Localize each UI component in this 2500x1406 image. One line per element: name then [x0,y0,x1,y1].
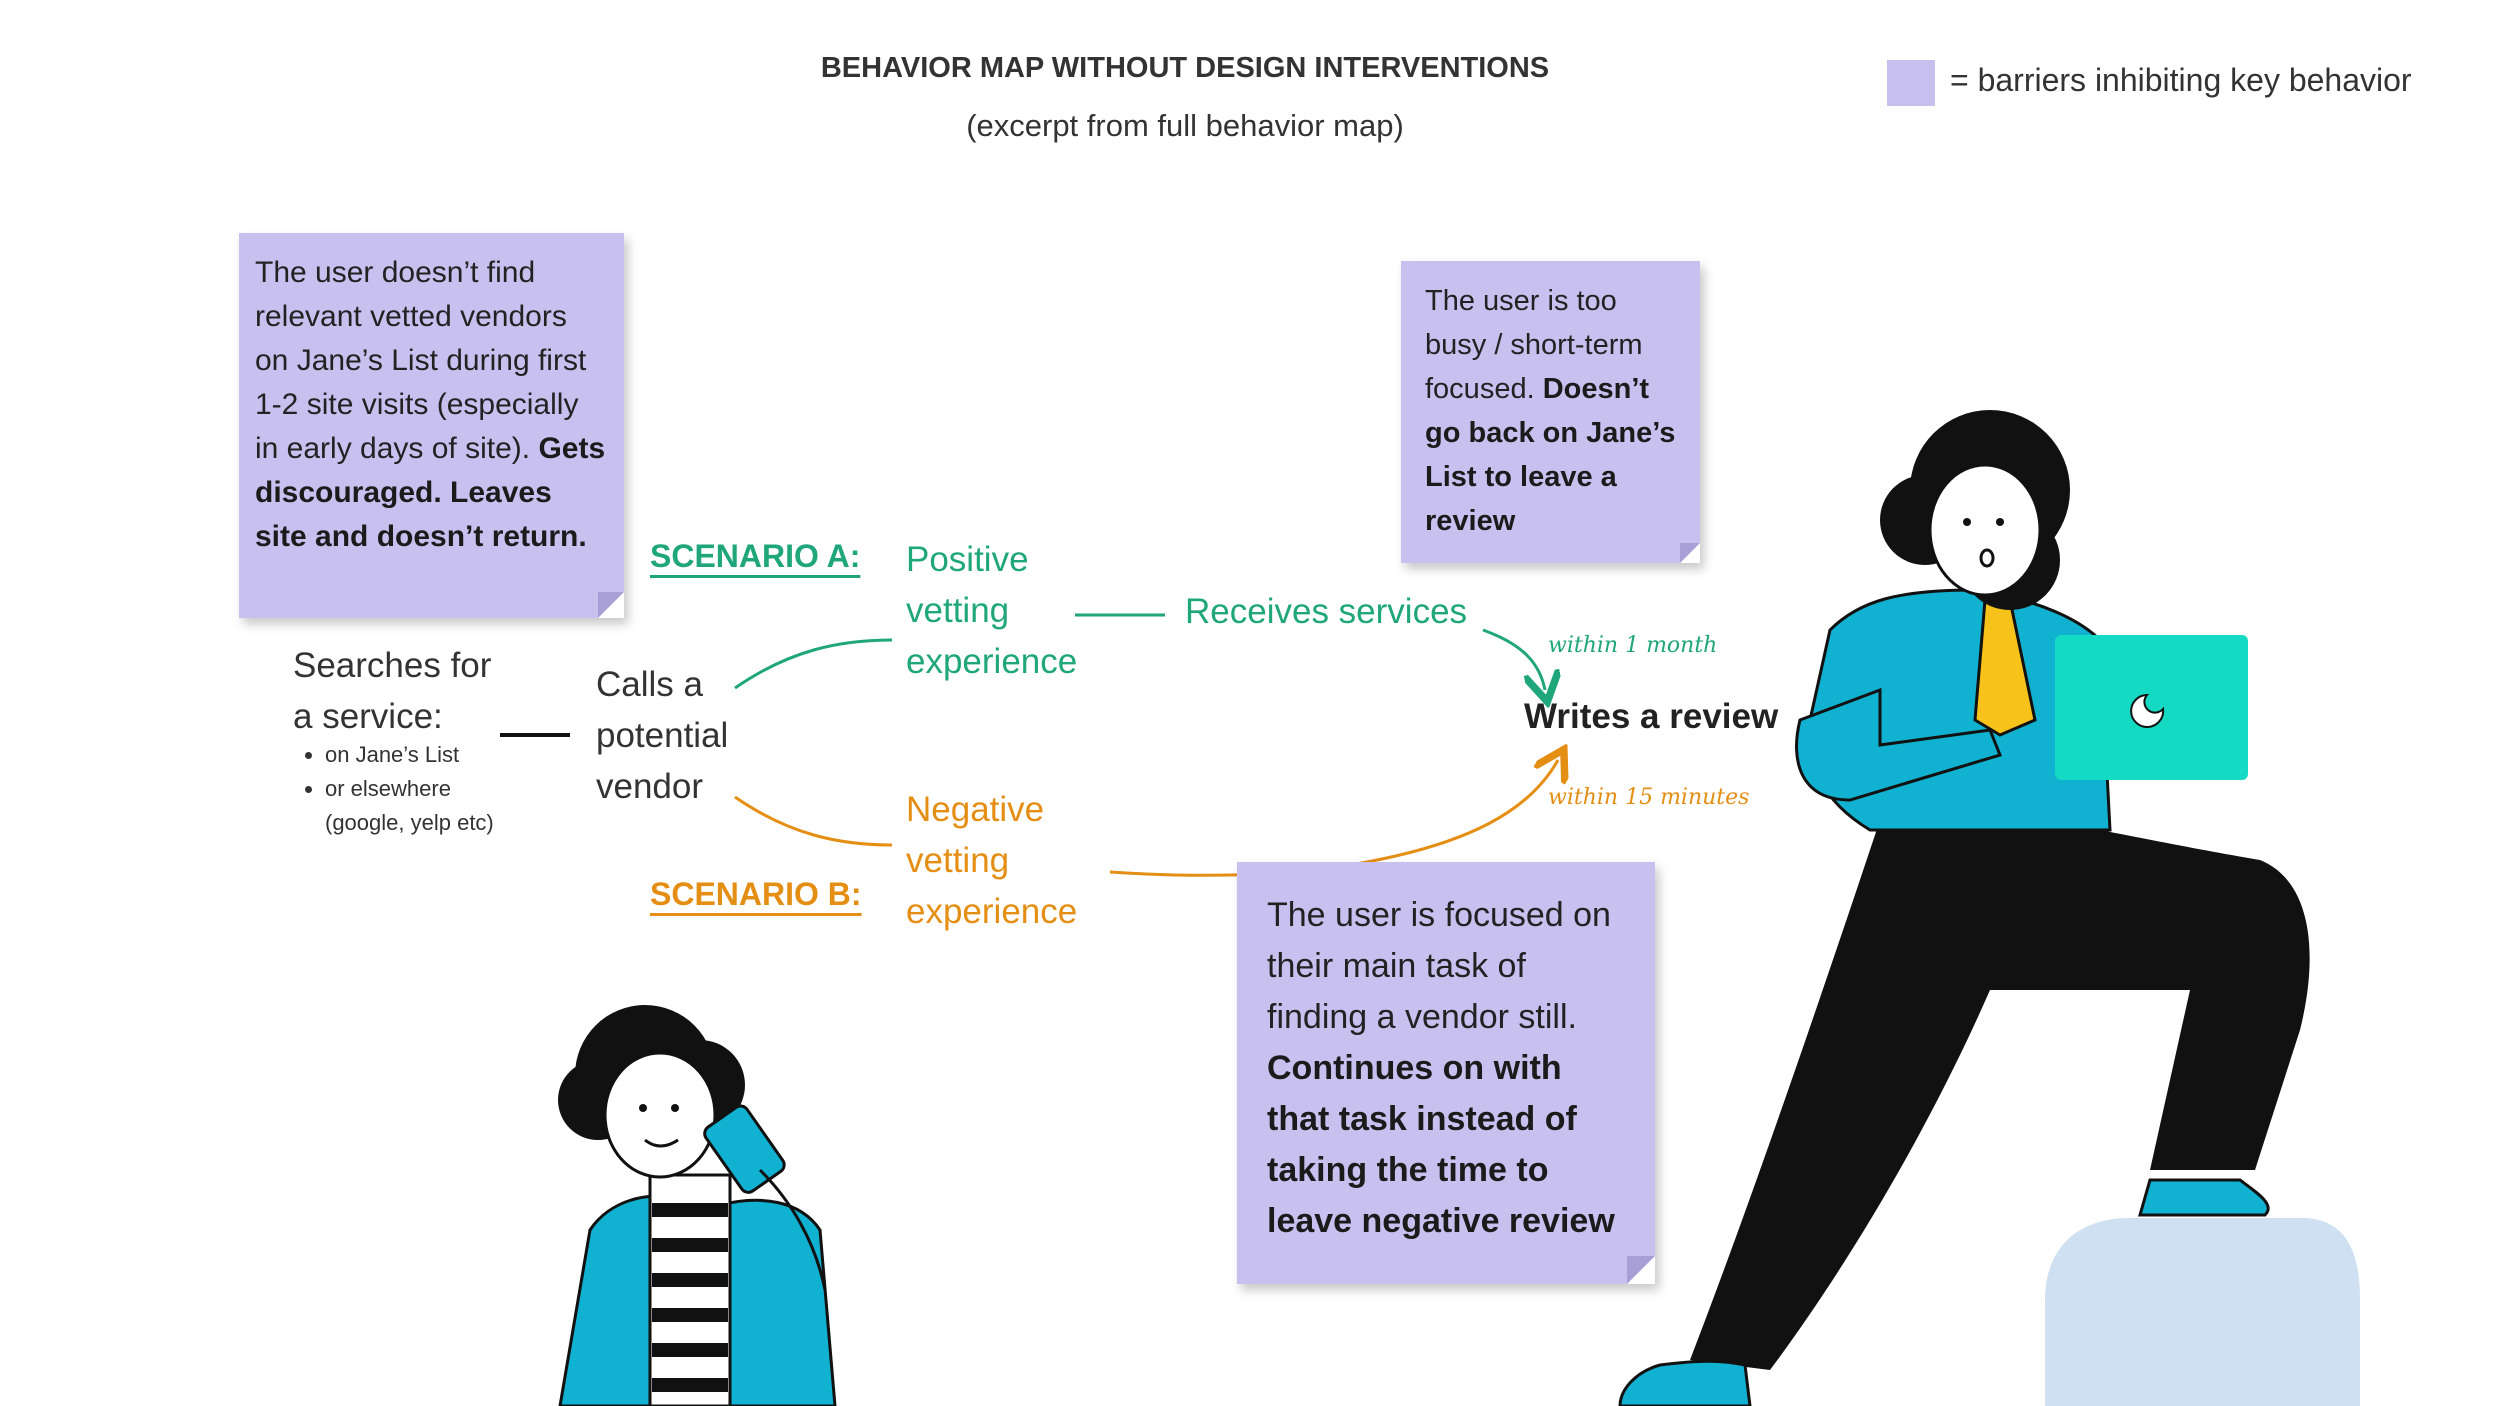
barrier-note-no-vendors: The user doesn’t find relevant vetted ve… [239,233,624,618]
connector-call-to-positive [735,640,892,688]
node-receives-services: Receives services [1185,586,1467,637]
search-options-list: on Jane’s List or elsewhere (google, yel… [303,738,494,840]
woman-on-phone-illustration [558,1005,835,1406]
negative-line1: Negative [906,784,1077,835]
node-search-line2: a service: [293,691,491,742]
node-positive-experience: Positive vetting experience [906,534,1077,687]
timing-within-1-month: within 1 month [1548,633,1717,658]
node-search-service: Searches for a service: [293,640,491,742]
scenario-a-label: SCENARIO A: [650,538,860,575]
negative-line3: experience [906,886,1077,937]
positive-line2: vetting [906,585,1077,636]
node-call-line3: vendor [596,761,728,812]
scenario-b-label: SCENARIO B: [650,876,862,913]
barrier-note-focused-on-task: The user is focused on their main task o… [1237,862,1655,1284]
node-writes-review: Writes a review [1524,697,1778,737]
search-option-examples: (google, yelp etc) [325,806,494,840]
node-call-vendor: Calls a potential vendor [596,659,728,812]
node-call-line2: potential [596,710,728,761]
note1-text: The user doesn’t find relevant vetted ve… [255,256,586,465]
positive-line3: experience [906,636,1077,687]
node-search-line1: Searches for [293,640,491,691]
search-option-janes-list: on Jane’s List [325,738,494,772]
connector-negative-to-review [1110,760,1558,875]
barrier-note-too-busy: The user is too busy / short-term focuse… [1401,261,1700,563]
connector-call-to-negative [735,797,892,845]
negative-line2: vetting [906,835,1077,886]
note3-bold: Continues on with that task instead of t… [1267,1049,1615,1240]
node-call-line1: Calls a [596,659,728,710]
note3-text: The user is focused on their main task o… [1267,896,1611,1036]
positive-line1: Positive [906,534,1077,585]
search-option-elsewhere: or elsewhere [325,772,494,806]
woman-with-laptop-illustration [1620,410,2360,1406]
connector-services-to-review [1483,630,1545,690]
node-negative-experience: Negative vetting experience [906,784,1077,937]
timing-within-15-minutes: within 15 minutes [1548,785,1749,810]
